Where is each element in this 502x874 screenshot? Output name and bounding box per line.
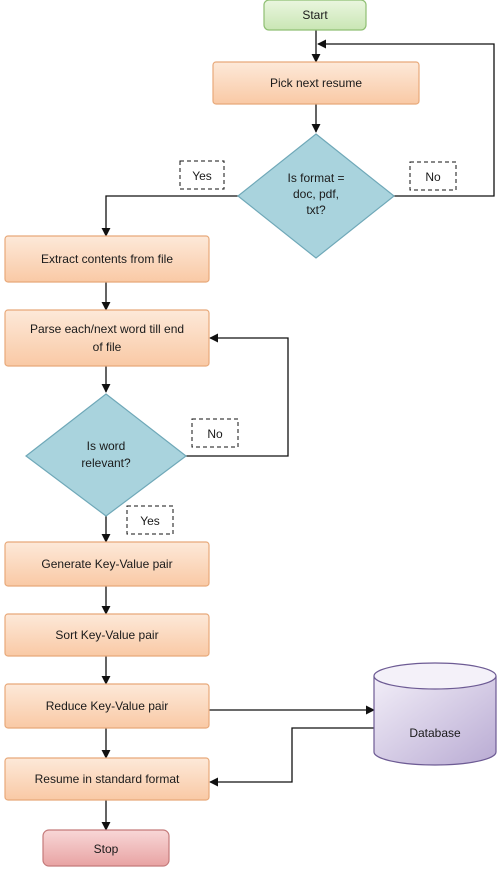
generate-kv-label: Generate Key-Value pair: [41, 557, 172, 571]
stop-shape: [42, 829, 170, 867]
edge-word-no-loop: [186, 333, 289, 457]
word-decision-line-1: Is word: [87, 439, 126, 453]
resume-standard-label: Resume in standard format: [35, 772, 180, 786]
parse-word-line-1: Parse each/next word till end: [30, 322, 184, 336]
start-shape: [263, 0, 367, 31]
database-label: Database: [409, 726, 461, 740]
label-format-no: No: [409, 161, 457, 191]
node-generate-kv: Generate Key-Value pair: [4, 541, 210, 587]
pick-next-resume-shape: [212, 61, 420, 105]
word-yes-box: [126, 505, 174, 535]
word-no-text: No: [207, 427, 223, 441]
format-decision-shape: [237, 133, 395, 259]
node-parse-word: Parse each/next word till end of file: [4, 309, 210, 367]
node-resume-standard: Resume in standard format: [4, 757, 210, 801]
sort-kv-shape: [4, 613, 210, 657]
label-format-yes: Yes: [179, 160, 225, 190]
reduce-kv-shape: [4, 683, 210, 729]
node-pick-next-resume: Pick next resume: [212, 61, 420, 105]
parse-word-line-2: of file: [93, 340, 122, 354]
label-word-no: No: [191, 418, 239, 448]
word-no-box: [191, 418, 239, 448]
node-database: Database: [373, 662, 497, 766]
parse-word-shape: [4, 309, 210, 367]
stop-label: Stop: [94, 842, 119, 856]
node-word-decision: Is word relevant?: [25, 393, 187, 517]
word-decision-shape: [25, 393, 187, 517]
database-top: [373, 662, 497, 690]
format-decision-line-3: txt?: [306, 203, 326, 217]
edge-format-no-loop: [317, 39, 495, 197]
edges: [101, 30, 495, 831]
format-yes-box: [179, 160, 225, 190]
node-reduce-kv: Reduce Key-Value pair: [4, 683, 210, 729]
node-extract-contents: Extract contents from file: [4, 235, 210, 283]
extract-contents-label: Extract contents from file: [41, 252, 173, 266]
sort-kv-label: Sort Key-Value pair: [55, 628, 158, 642]
format-yes-text: Yes: [192, 169, 212, 183]
node-stop: Stop: [42, 829, 170, 867]
resume-standard-shape: [4, 757, 210, 801]
format-decision-line-2: doc, pdf,: [293, 187, 339, 201]
database-body: [373, 676, 497, 766]
node-start: Start: [263, 0, 367, 31]
label-word-yes: Yes: [126, 505, 174, 535]
format-no-box: [409, 161, 457, 191]
format-no-text: No: [425, 170, 441, 184]
reduce-kv-label: Reduce Key-Value pair: [46, 699, 169, 713]
start-label: Start: [302, 8, 328, 22]
node-sort-kv: Sort Key-Value pair: [4, 613, 210, 657]
format-decision-line-1: Is format =: [287, 171, 344, 185]
edge-database-to-resume: [209, 727, 374, 787]
generate-kv-shape: [4, 541, 210, 587]
node-format-decision: Is format = doc, pdf, txt?: [237, 133, 395, 259]
edge-format-yes: [101, 195, 238, 237]
word-decision-line-2: relevant?: [81, 456, 131, 470]
pick-next-resume-label: Pick next resume: [270, 76, 362, 90]
extract-contents-shape: [4, 235, 210, 283]
word-yes-text: Yes: [140, 514, 160, 528]
